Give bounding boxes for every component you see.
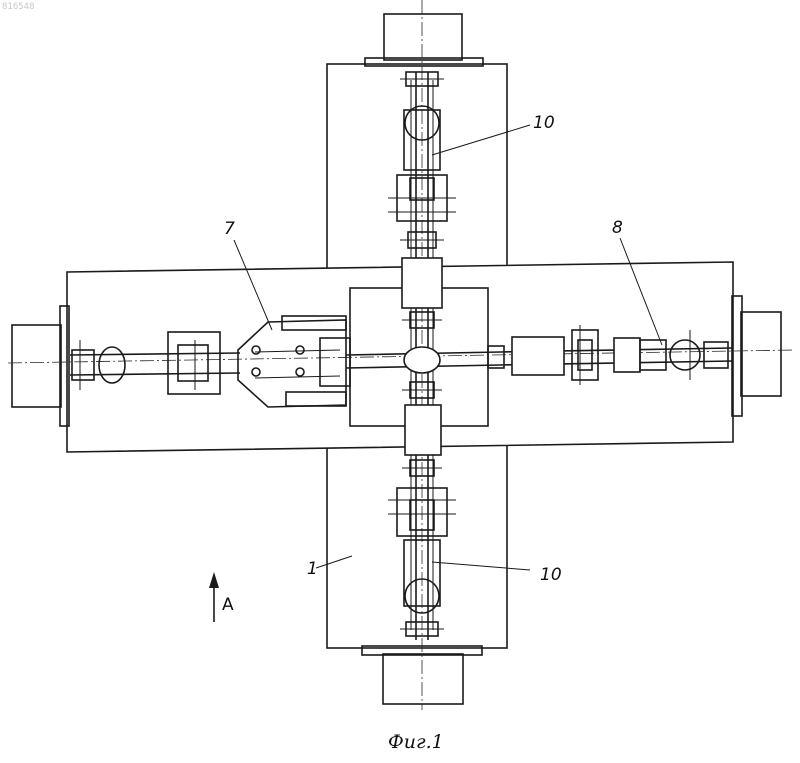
view-arrow-a — [209, 572, 219, 622]
left-mount — [12, 306, 69, 426]
label-part-8: 8 — [612, 218, 623, 238]
label-view-a: A — [222, 595, 234, 615]
right-mount — [732, 296, 781, 416]
label-part-10-bottom: 10 — [540, 565, 562, 585]
document-number: 816548 — [2, 2, 35, 12]
label-part-10-top: 10 — [533, 113, 555, 133]
label-part-7: 7 — [224, 219, 235, 239]
top-mount — [365, 14, 483, 66]
label-part-1: 1 — [307, 559, 318, 579]
figure-caption: Фиг.1 — [388, 731, 444, 753]
